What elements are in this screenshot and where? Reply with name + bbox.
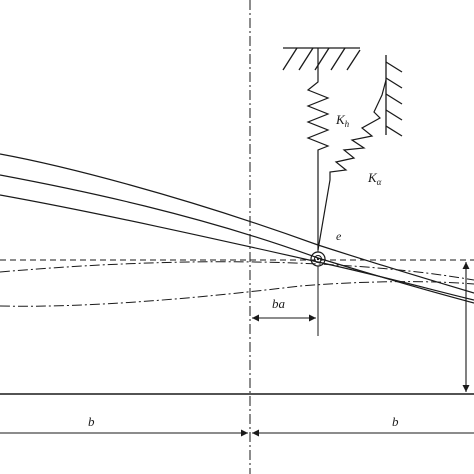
offset-e-label: e — [336, 229, 342, 243]
ba-dimension: ba — [252, 296, 316, 322]
half-chord-dimensions: b b — [0, 414, 474, 437]
undeflected-lower-profile — [0, 281, 474, 307]
airfoil-chord-line — [0, 194, 474, 301]
ground-hatch-right — [385, 55, 403, 137]
undeflected-upper-profile — [0, 261, 474, 281]
half-chord-left-label: b — [88, 414, 95, 429]
heave-spring — [306, 48, 330, 250]
ba-label: ba — [272, 296, 286, 311]
torsion-spring — [317, 79, 387, 251]
airfoil-lower-surface — [0, 174, 474, 304]
k-h-label: Kh — [335, 112, 350, 129]
k-alpha-label: Kα — [367, 170, 382, 187]
half-chord-right-label: b — [392, 414, 399, 429]
ground-hatch-top — [282, 47, 361, 71]
airfoil-upper-surface — [0, 153, 474, 294]
